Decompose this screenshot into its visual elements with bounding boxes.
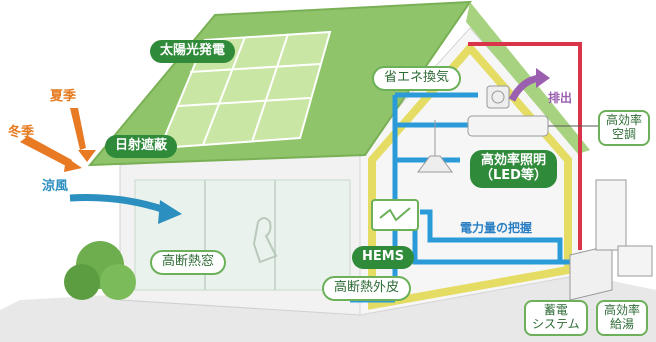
air-conditioner bbox=[467, 115, 549, 137]
aircon-label: 高効率 空調 bbox=[598, 110, 651, 146]
winter-label: 冬季 bbox=[8, 125, 35, 140]
water-heating-label: 高効率 給湯 bbox=[596, 300, 649, 336]
window-glass bbox=[134, 179, 351, 291]
water-heater-unit bbox=[617, 245, 653, 277]
storage-label-line1: 蓄電 bbox=[543, 303, 568, 317]
hems-panel bbox=[371, 199, 419, 231]
power-tracking-label: 電力量の把握 bbox=[460, 221, 533, 235]
ceiling-lamp bbox=[417, 120, 453, 173]
hems-graph-icon bbox=[379, 207, 411, 222]
water-label-line2: 給湯 bbox=[610, 316, 635, 331]
breeze-label: 涼風 bbox=[42, 179, 69, 194]
storage-label-line2: システム bbox=[532, 316, 580, 331]
solar-label: 太陽光発電 bbox=[150, 40, 236, 63]
shading-label: 日射遮蔽 bbox=[105, 135, 178, 158]
aircon-label-line1: 高効率 bbox=[606, 113, 643, 127]
ventilation-fan bbox=[486, 85, 510, 109]
sun-rays bbox=[20, 108, 96, 172]
breeze-arrow bbox=[69, 194, 167, 214]
aircon-label-line2: 空調 bbox=[612, 126, 637, 141]
tree bbox=[64, 241, 136, 300]
lighting-label: 高効率照明 （LED等） bbox=[470, 150, 557, 188]
storage-label: 蓄電 システム bbox=[524, 300, 588, 336]
exhaust-label: 排出 bbox=[548, 91, 573, 105]
lighting-label-line1: 高効率照明 bbox=[480, 153, 546, 168]
summer-label: 夏季 bbox=[50, 89, 77, 104]
envelope-label: 高断熱外皮 bbox=[322, 276, 412, 301]
water-heater-tank bbox=[595, 179, 627, 251]
hems-label: HEMS bbox=[352, 246, 415, 269]
storage-battery bbox=[569, 244, 613, 301]
window-label: 高断熱窓 bbox=[150, 250, 227, 275]
exhaust-arrowhead bbox=[536, 68, 550, 88]
fan-blade bbox=[491, 90, 505, 104]
person-figure bbox=[252, 217, 278, 264]
breeze-arrowhead bbox=[158, 200, 182, 224]
water-label-line1: 高効率 bbox=[604, 303, 641, 317]
red-wiring bbox=[468, 42, 582, 250]
lighting-label-line2: （LED等） bbox=[480, 167, 547, 183]
ventilation-label: 省エネ換気 bbox=[372, 66, 462, 91]
